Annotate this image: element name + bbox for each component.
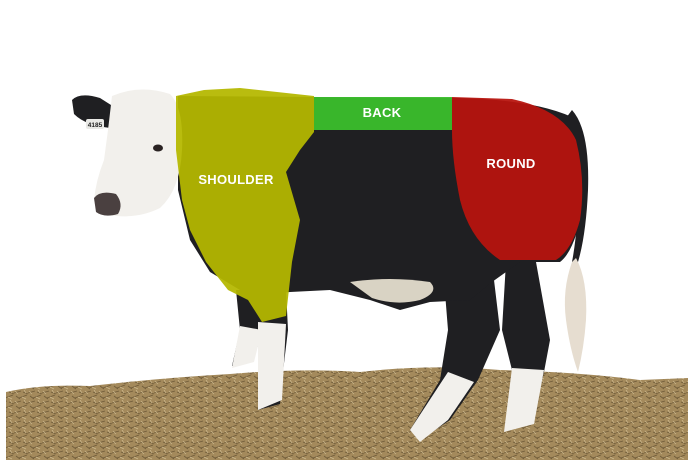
belly-patch [350, 279, 433, 303]
label-shoulder: SHOULDER [198, 172, 274, 187]
ear-tag-text: 4185 [88, 122, 103, 129]
straw-ground [6, 367, 688, 460]
label-back: BACK [363, 105, 402, 120]
label-round: ROUND [486, 156, 535, 171]
cow-eye [153, 145, 163, 152]
tail-switch [565, 258, 586, 372]
front-hoof-near-white [258, 322, 286, 410]
front-hoof-far-white [232, 326, 262, 368]
cow-muzzle [94, 193, 121, 216]
